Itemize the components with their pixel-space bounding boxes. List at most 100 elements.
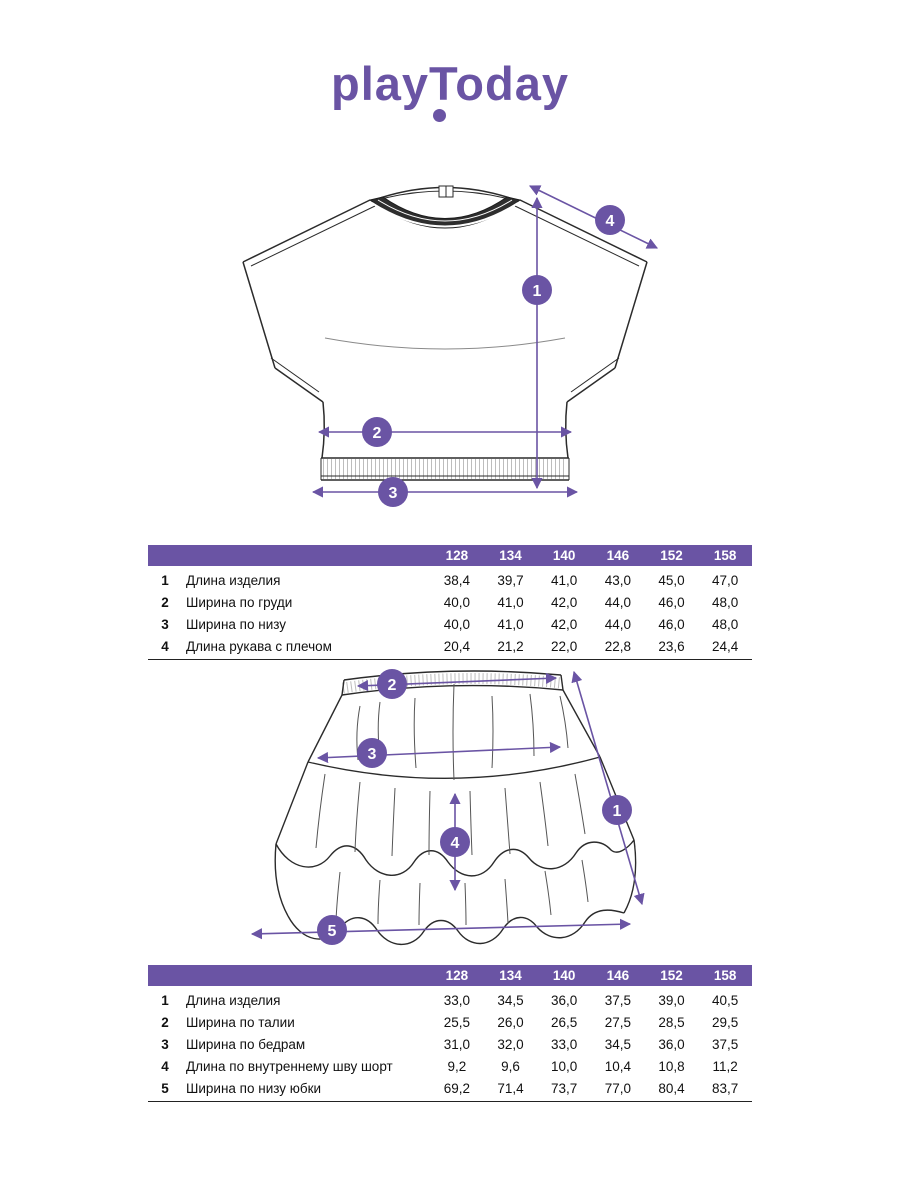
size-value: 34,5 [497, 992, 524, 1008]
size-value: 29,5 [712, 1014, 739, 1030]
size-value: 36,0 [658, 1036, 685, 1052]
size-value: 71,4 [497, 1080, 524, 1096]
size-value: 33,0 [443, 992, 470, 1008]
size-value: 83,7 [712, 1080, 739, 1096]
size-header: 140 [552, 548, 576, 563]
size-value: 80,4 [658, 1080, 685, 1096]
size-header: 152 [660, 548, 683, 563]
row-number: 2 [161, 594, 169, 610]
row-label: Длина изделия [186, 992, 281, 1008]
svg-text:4: 4 [451, 835, 460, 852]
row-label: Длина рукава с плечом [186, 638, 332, 654]
size-value: 25,5 [443, 1014, 470, 1030]
size-header: 128 [445, 548, 469, 563]
size-value: 24,4 [712, 638, 739, 654]
row-label: Ширина по груди [186, 594, 293, 610]
row-number: 4 [161, 638, 169, 654]
size-header: 146 [606, 548, 630, 563]
size-value: 27,5 [604, 1014, 631, 1030]
size-value: 40,0 [443, 594, 470, 610]
brand-logo-text: playToday [331, 57, 569, 110]
size-header: 134 [499, 968, 522, 983]
size-value: 41,0 [497, 594, 524, 610]
measure-marker-5: 5 [317, 915, 347, 945]
size-value: 48,0 [712, 616, 739, 632]
row-number: 5 [161, 1080, 169, 1096]
size-value: 22,8 [604, 638, 631, 654]
size-header: 146 [606, 968, 630, 983]
size-value: 41,0 [551, 572, 578, 588]
size-value: 41,0 [497, 616, 524, 632]
svg-text:3: 3 [389, 485, 398, 502]
measure-marker-2: 2 [362, 417, 392, 447]
shirt-outline [242, 185, 648, 481]
top-measure-lines [311, 185, 659, 498]
size-value: 28,5 [658, 1014, 685, 1030]
size-value: 37,5 [604, 992, 631, 1008]
size-value: 10,0 [551, 1058, 578, 1074]
size-value: 45,0 [658, 572, 685, 588]
size-value: 77,0 [604, 1080, 631, 1096]
row-label: Ширина по бедрам [186, 1036, 306, 1052]
size-value: 26,5 [551, 1014, 578, 1030]
size-header: 128 [445, 968, 469, 983]
size-table-skirt: 128 134 140 146 152 158 1 Длина изделия 33,0 34,… [148, 965, 752, 1102]
size-value: 9,6 [501, 1058, 520, 1074]
measure-marker-4: 4 [440, 827, 470, 857]
svg-text:3: 3 [368, 746, 377, 763]
top-technical-drawing: 1 2 3 4 [242, 185, 659, 507]
size-header: 158 [713, 968, 737, 983]
size-value: 10,4 [604, 1058, 631, 1074]
size-header: 152 [660, 968, 683, 983]
size-value: 9,2 [447, 1058, 467, 1074]
size-value: 31,0 [443, 1036, 470, 1052]
svg-text:5: 5 [328, 923, 337, 940]
size-header: 158 [713, 548, 737, 563]
size-header: 140 [552, 968, 576, 983]
svg-text:2: 2 [388, 677, 397, 694]
size-value: 40,0 [443, 616, 470, 632]
measure-marker-3: 3 [357, 738, 387, 768]
measure-marker-1: 1 [522, 275, 552, 305]
size-value: 21,2 [497, 638, 524, 654]
size-value: 34,5 [604, 1036, 631, 1052]
row-number: 4 [161, 1058, 169, 1074]
row-label: Ширина по талии [186, 1014, 295, 1030]
size-value: 26,0 [497, 1014, 524, 1030]
size-value: 44,0 [604, 616, 631, 632]
size-value: 44,0 [604, 594, 631, 610]
size-value: 73,7 [551, 1080, 578, 1096]
size-value: 47,0 [712, 572, 739, 588]
measure-marker-1: 1 [602, 795, 632, 825]
size-value: 46,0 [658, 616, 685, 632]
measure-line-skirt-length [571, 670, 645, 906]
brand-logo-dot-icon [433, 109, 446, 122]
size-value: 42,0 [551, 594, 578, 610]
brand-logo: playToday [0, 56, 900, 122]
size-value: 39,0 [658, 992, 685, 1008]
row-label: Ширина по низу юбки [186, 1080, 322, 1096]
size-value: 20,4 [443, 638, 470, 654]
row-number: 1 [161, 992, 169, 1008]
measure-line-hip [316, 741, 562, 764]
size-value: 38,4 [443, 572, 470, 588]
row-number: 3 [161, 616, 169, 632]
size-value: 22,0 [551, 638, 578, 654]
svg-text:4: 4 [606, 213, 615, 230]
measure-line-sleeve [528, 185, 659, 249]
size-value: 32,0 [497, 1036, 524, 1052]
row-number: 3 [161, 1036, 169, 1052]
measure-line-hem-width [250, 918, 632, 940]
size-value: 48,0 [712, 594, 739, 610]
